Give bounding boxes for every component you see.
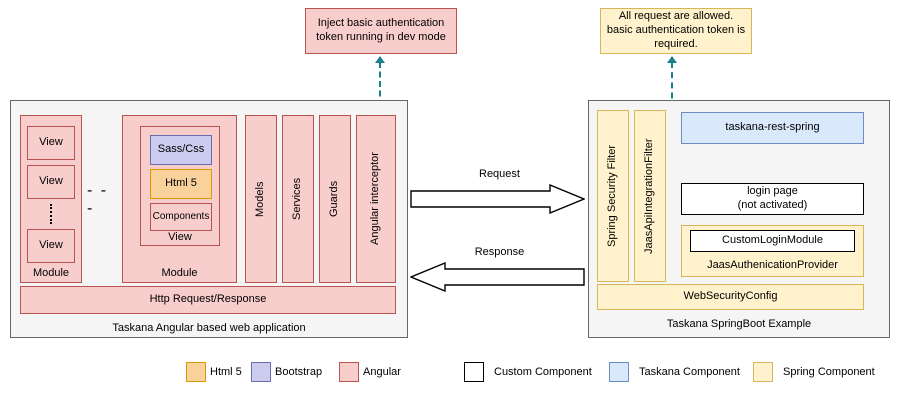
legend-label-html5: Html 5 <box>210 366 242 378</box>
legend-item-taskana-component: Taskana Component <box>609 362 740 382</box>
login-page-box: login page (not activated) <box>681 183 864 215</box>
module-b-label: Module <box>161 267 198 279</box>
legend-label-angular: Angular <box>363 366 401 378</box>
module-b-item-html5: Html 5 <box>150 169 212 199</box>
legend-item-bootstrap: Bootstrap <box>251 362 322 382</box>
module-a-view-3: View <box>27 229 75 263</box>
request-arrow <box>410 184 585 214</box>
custom-login-module-box: CustomLoginModule <box>690 230 855 252</box>
legend-item-spring-component: Spring Component <box>753 362 875 382</box>
note-inject-auth-token: Inject basic authentication token runnin… <box>305 8 457 54</box>
legend-swatch-taskana-component <box>609 362 629 382</box>
note-all-requests-allowed: All request are allowed. basic authentic… <box>600 8 752 54</box>
legend-swatch-html5 <box>186 362 206 382</box>
legend-label-custom-component: Custom Component <box>494 366 592 378</box>
response-arrow-label: Response <box>474 246 525 258</box>
filter-jaas-api-integration: JaasApiIntegrationFilter <box>634 110 666 282</box>
left-panel-caption: Taskana Angular based web application <box>112 322 306 334</box>
right-panel-caption: Taskana SpringBoot Example <box>666 318 812 330</box>
legend-swatch-spring-component <box>753 362 773 382</box>
legend-item-angular: Angular <box>339 362 401 382</box>
taskana-rest-spring-box: taskana-rest-spring <box>681 112 864 144</box>
module-a-ellipsis <box>50 204 52 224</box>
column-models: Models <box>245 115 277 283</box>
column-guards: Guards <box>319 115 351 283</box>
module-b-view-label: View <box>168 231 192 243</box>
connector-left-note-arrowhead <box>375 56 385 63</box>
legend-label-bootstrap: Bootstrap <box>275 366 323 378</box>
legend-item-custom-component: Custom Component <box>464 362 592 382</box>
response-arrow <box>410 262 585 292</box>
modules-horizontal-ellipsis: - - - <box>87 182 109 217</box>
legend-item-html5: Html 5 <box>186 362 242 382</box>
web-security-config-box: WebSecurityConfig <box>597 284 864 310</box>
login-page-line-1: login page <box>747 185 798 198</box>
module-a-label: Module <box>32 267 70 279</box>
module-b-item-components: Components <box>150 203 212 231</box>
legend-label-spring-component: Spring Component <box>783 366 875 378</box>
column-services: Services <box>282 115 314 283</box>
column-angular-interceptor: Angular interceptor <box>356 115 396 283</box>
module-a-view-2: View <box>27 165 75 199</box>
module-b-item-sass-css: Sass/Css <box>150 135 212 165</box>
http-request-response-bar: Http Request/Response <box>20 286 396 314</box>
jaas-authentication-provider-label: JaasAuthenicationProvider <box>707 259 838 271</box>
request-arrow-label: Request <box>479 168 520 180</box>
module-a-view-1: View <box>27 126 75 160</box>
legend-swatch-bootstrap <box>251 362 271 382</box>
legend-label-taskana-component: Taskana Component <box>639 366 740 378</box>
legend-swatch-custom-component <box>464 362 484 382</box>
login-page-line-2: (not activated) <box>737 199 808 211</box>
connector-right-note-arrowhead <box>667 56 677 63</box>
filter-spring-security: Spring Security Filter <box>597 110 629 282</box>
legend-swatch-angular <box>339 362 359 382</box>
connector-left-note-line <box>379 62 381 106</box>
